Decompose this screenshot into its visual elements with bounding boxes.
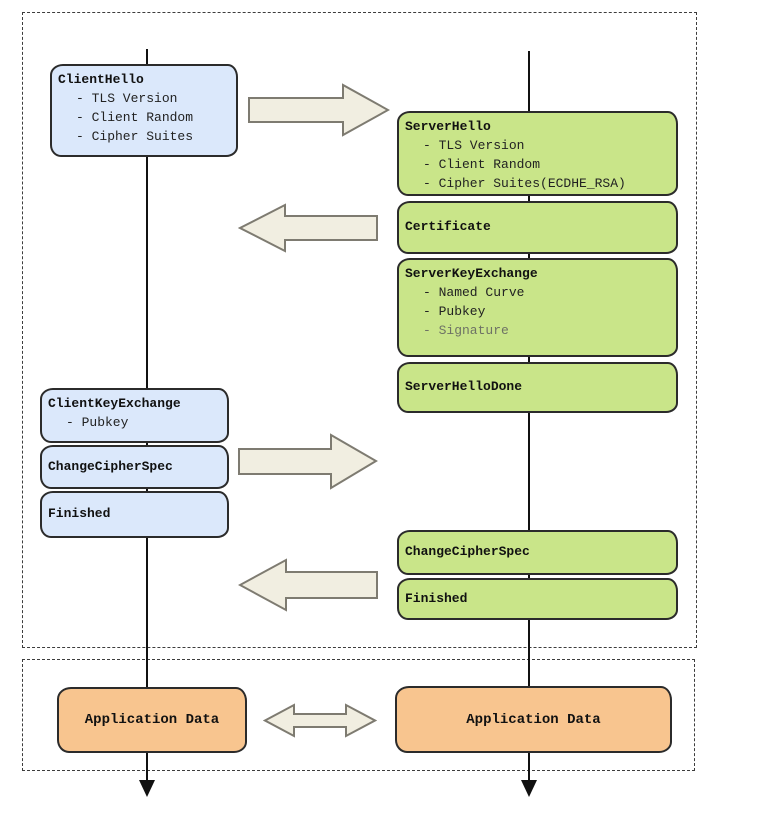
client-finished-box: Finished: [40, 491, 229, 538]
arrow-right-shape: [248, 83, 390, 137]
clienthello-box: ClientHello - TLS Version - Client Rando…: [50, 64, 238, 157]
box-item: - TLS Version: [423, 137, 525, 153]
box-title: ChangeCipherSpec: [405, 544, 530, 560]
box-item: - TLS Version: [76, 90, 178, 106]
server-lifeline: [528, 51, 530, 782]
client-changecipherspec-box: ChangeCipherSpec: [40, 445, 229, 489]
box-title: Finished: [48, 506, 111, 522]
client-application-data-box: Application Data: [57, 687, 247, 753]
box-title: Application Data: [466, 711, 601, 728]
arrow-left-shape: [238, 558, 378, 612]
box-item: - Pubkey: [66, 414, 129, 430]
box-title: ServerHello: [405, 119, 491, 134]
box-title: Finished: [405, 590, 468, 606]
box-title: ServerKeyExchange: [405, 266, 538, 281]
box-title: Application Data: [84, 712, 220, 728]
arrow-double-icon: [263, 703, 377, 738]
clientkeyexchange-box: ClientKeyExchange - Pubkey: [40, 388, 229, 443]
server-finished-box: Finished: [397, 578, 678, 620]
server-application-data-box: Application Data: [395, 686, 672, 753]
serverkeyexchange-box: ServerKeyExchange - Named Curve - Pubkey…: [397, 258, 678, 357]
arrow-left-icon: [238, 558, 378, 612]
arrow-right-shape: [238, 433, 378, 490]
box-title: Certificate: [405, 219, 491, 235]
arrow-double-shape: [263, 703, 377, 738]
box-item: - Client Random: [76, 109, 194, 125]
box-title: ServerHelloDone: [405, 379, 523, 395]
client-lifeline-arrowhead-icon: [139, 780, 155, 797]
serverhellodone-box: ServerHelloDone: [397, 362, 678, 413]
box-title: ChangeCipherSpec: [48, 458, 173, 474]
box-item: - Signature: [423, 322, 509, 338]
box-item: - Pubkey: [423, 303, 486, 319]
handshake-phase-container: [22, 12, 697, 648]
arrow-left-shape: [238, 203, 378, 253]
box-item: - Client Random: [423, 156, 541, 172]
box-item: - Cipher Suites: [76, 128, 194, 144]
serverhello-box: ServerHello - TLS Version - Client Rando…: [397, 111, 678, 196]
server-lifeline-arrowhead-icon: [521, 780, 537, 797]
box-item: - Named Curve: [423, 284, 525, 300]
certificate-box: Certificate: [397, 201, 678, 254]
arrow-left-icon: [238, 203, 378, 253]
box-title: ClientKeyExchange: [48, 396, 181, 411]
box-item: - Cipher Suites(ECDHE_RSA): [423, 175, 626, 191]
application-data-phase-container: [22, 659, 695, 771]
box-title: ClientHello: [58, 72, 144, 87]
arrow-right-icon: [238, 433, 378, 490]
arrow-right-icon: [248, 83, 390, 137]
server-changecipherspec-box: ChangeCipherSpec: [397, 530, 678, 575]
